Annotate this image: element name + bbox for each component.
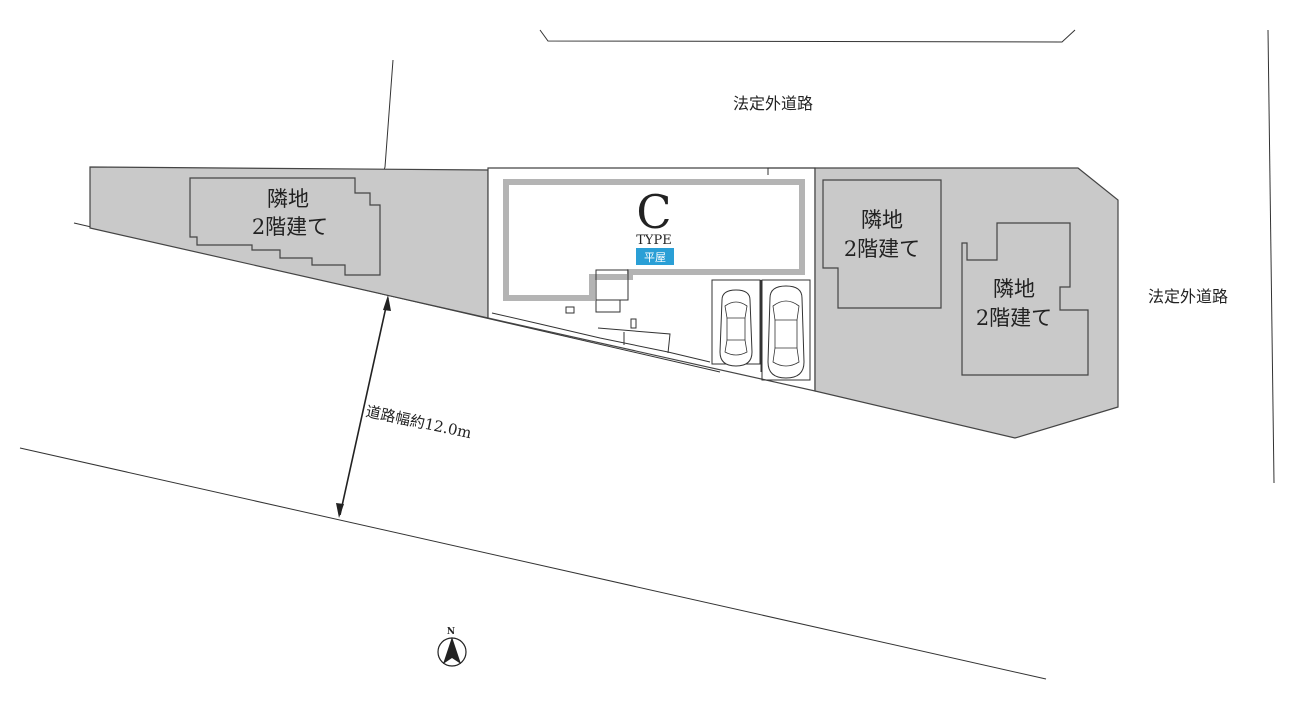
main-road-south-edge — [19, 447, 1047, 680]
house-type-letter: C — [636, 185, 671, 239]
neighbor-building-left — [189, 177, 381, 276]
neighbor-lot-right: 隣地 2階建て 隣地 2階建て — [814, 167, 1119, 439]
car-icon — [767, 285, 805, 379]
subject-lot: C TYPE 平屋 — [487, 167, 816, 392]
house-badge-text: 平屋 — [644, 251, 666, 264]
neighbor-building-right-2 — [961, 222, 1089, 376]
road-width-dimension: 道路幅約12.0m — [336, 295, 473, 518]
lot-corner-detail — [767, 167, 815, 175]
dimension-arrow-top — [383, 295, 391, 311]
compass-needle-icon — [443, 637, 461, 664]
right-road-edge — [1267, 29, 1275, 484]
neighbor-lot-left: 隣地 2階建て — [89, 166, 489, 319]
neighbor-right2-line1: 隣地 — [993, 277, 1035, 301]
top-road-edge — [539, 29, 1076, 43]
post-box — [630, 318, 637, 329]
north-compass: N — [437, 627, 467, 667]
road-width-label: 道路幅約12.0m — [364, 402, 473, 442]
dimension-arrow-bottom — [336, 503, 344, 518]
left-boundary-line — [382, 59, 394, 174]
neighbor-lot-right-area — [814, 167, 1119, 439]
neighbor-left-line1: 隣地 — [267, 187, 309, 211]
entrance-step — [595, 299, 621, 313]
parking-space-2 — [761, 279, 811, 381]
house-type-word: TYPE — [636, 233, 672, 248]
front-boundary-wall — [491, 312, 711, 363]
right-road-label: 法定外道路 — [1148, 287, 1228, 306]
neighbor-building-right-1 — [822, 179, 942, 309]
house-badge-bg — [636, 248, 674, 265]
neighbor-right2-line2: 2階建て — [976, 306, 1052, 330]
top-road-label: 法定外道路 — [733, 94, 813, 113]
neighbor-right1-line2: 2階建て — [844, 237, 920, 261]
meter-box — [565, 306, 575, 314]
neighbor-right1-line1: 隣地 — [861, 208, 903, 232]
car-icon — [719, 289, 753, 367]
house-outline — [503, 179, 805, 301]
compass-north-label: N — [447, 627, 455, 637]
neighbor-left-line2: 2階建て — [252, 215, 328, 239]
front-wall-inner — [597, 327, 671, 354]
